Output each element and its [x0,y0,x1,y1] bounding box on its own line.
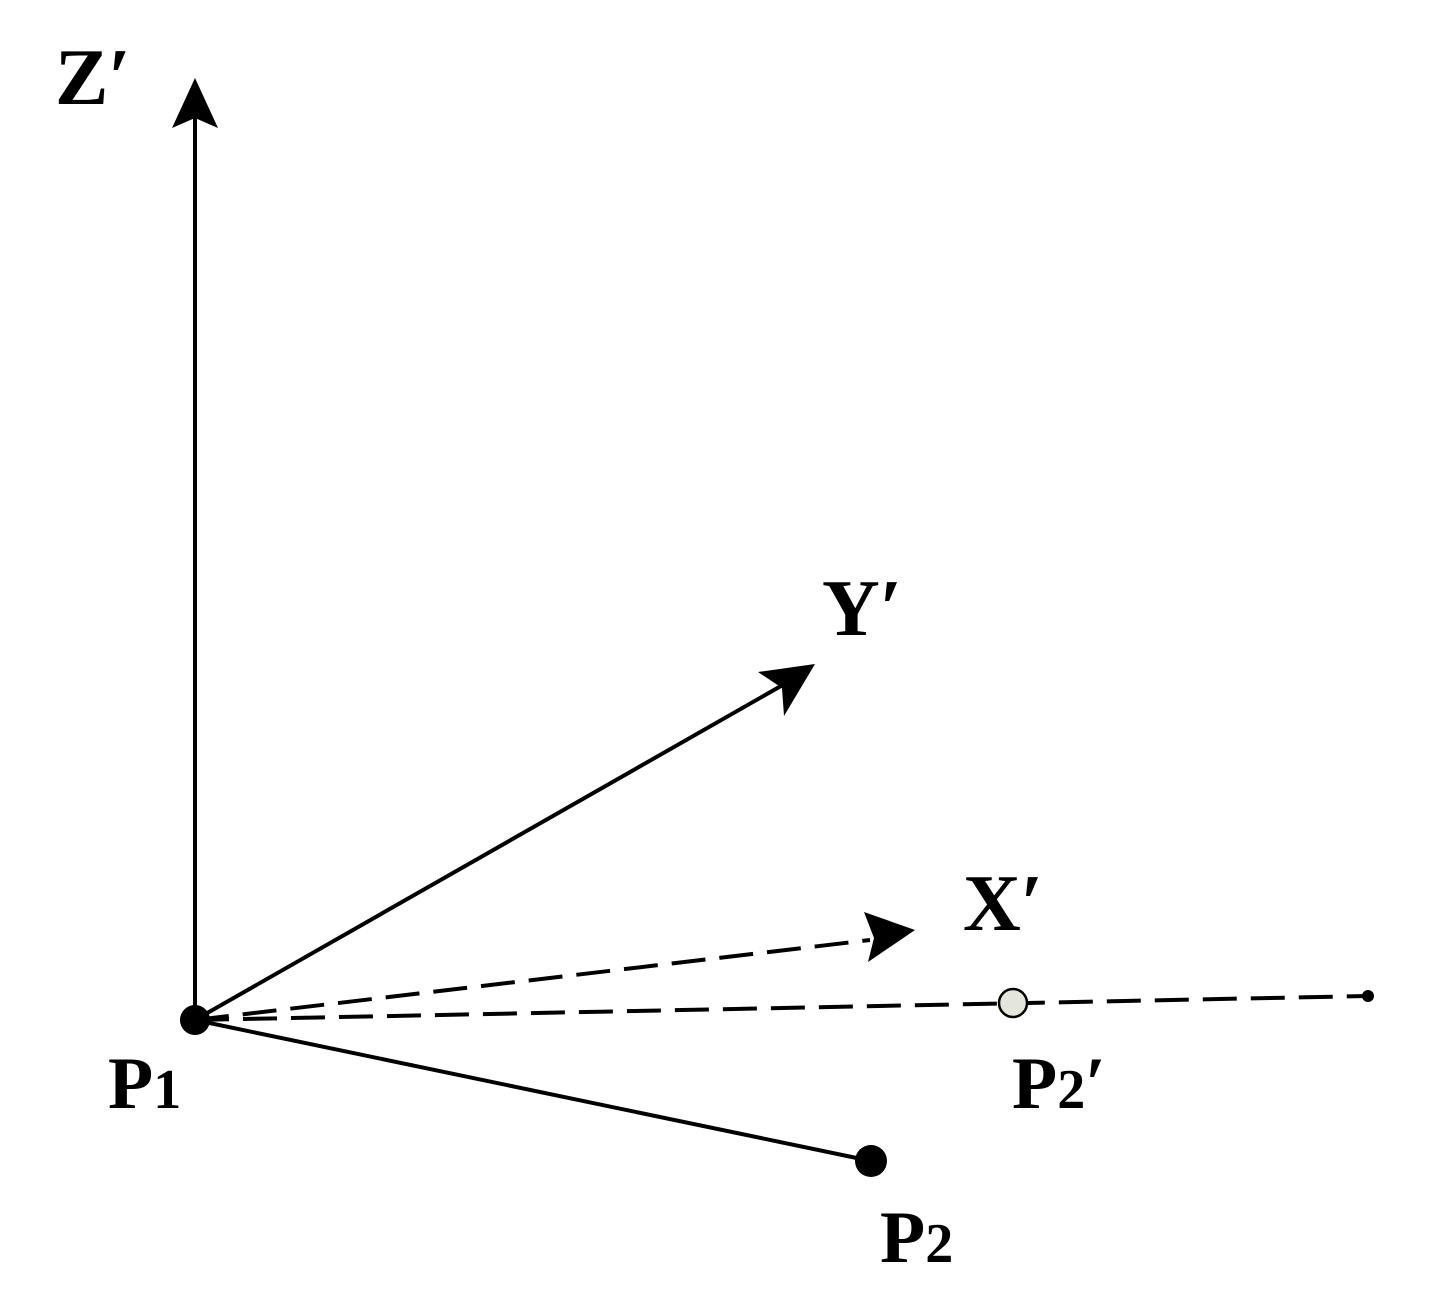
x-axis-line [194,938,871,1022]
x-axis-arrowhead [864,912,915,962]
p1-p2-segment [194,1018,872,1163]
x-axis-label: X′ [963,860,1043,948]
projection-end-dot [1362,990,1374,1002]
p2-prime-label-main: P [1012,1043,1057,1125]
z-axis-arrowhead [172,78,218,128]
z-axis-label: Z′ [55,34,131,122]
y-axis-arrowhead [758,664,815,716]
y-axis-label: Y′ [822,565,902,653]
p2-label: P2 [880,1197,953,1279]
p2-prime-label-sub: 2 [1057,1059,1085,1121]
p2-prime-label-suffix: ′ [1085,1043,1106,1125]
point-p1 [180,1005,210,1035]
p2-prime-label: P2′ [1012,1043,1106,1125]
p2-label-sub: 2 [925,1213,953,1275]
point-p2 [855,1145,887,1177]
p1-label-main: P [108,1043,153,1125]
p2-label-main: P [880,1197,925,1279]
p1-label-sub: 1 [153,1059,181,1121]
projection-line [194,994,1369,1022]
y-axis-line [194,680,789,1022]
point-p2-prime [997,987,1029,1019]
p1-label: P1 [108,1043,181,1125]
